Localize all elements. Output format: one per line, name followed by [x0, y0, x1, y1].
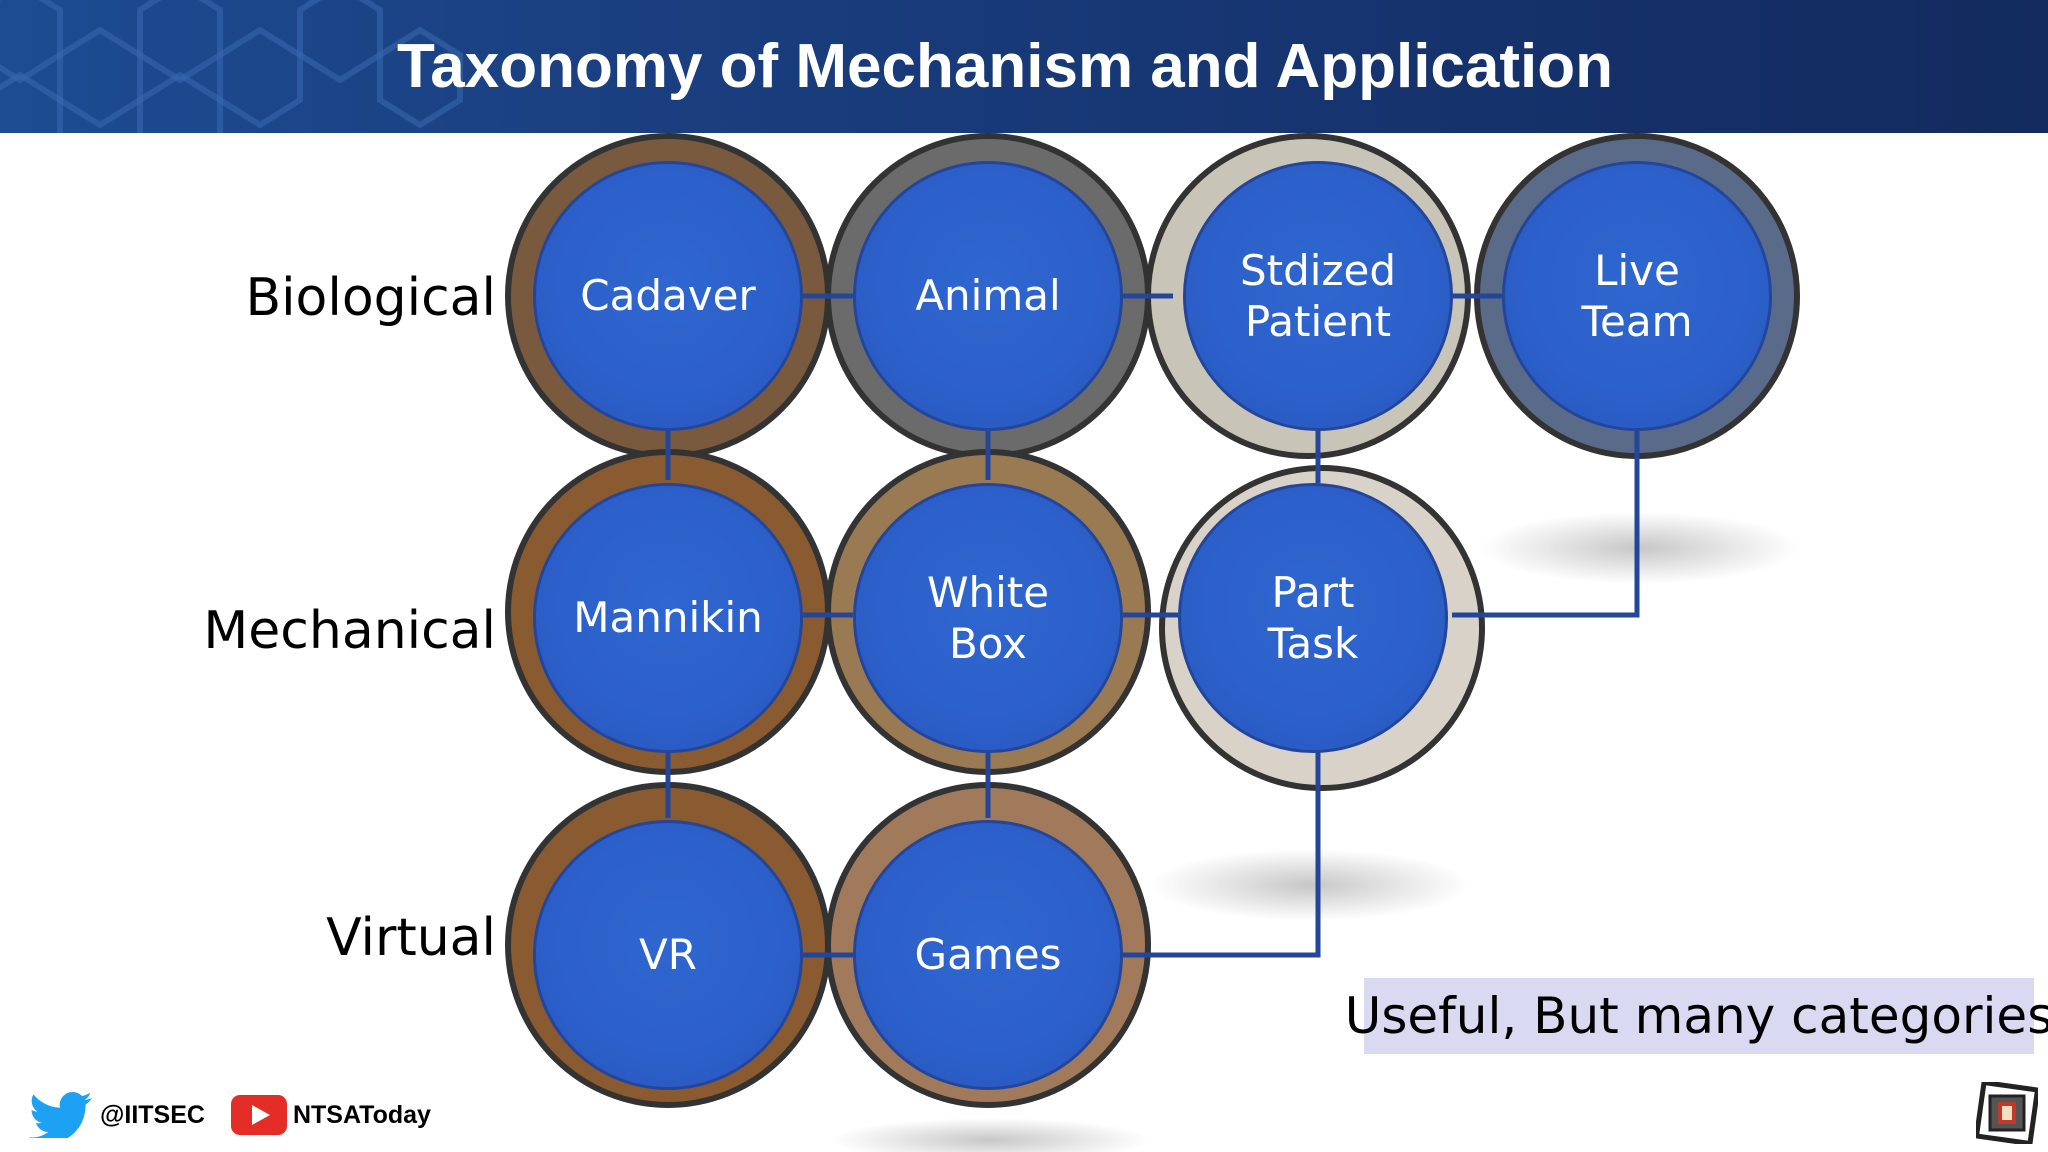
- node-live-team: Live Team: [1502, 161, 1772, 431]
- node-label: Live Team: [1581, 245, 1693, 346]
- node-label: Part Task: [1267, 567, 1359, 668]
- page-title: Taxonomy of Mechanism and Application: [396, 32, 1614, 101]
- node-label: VR: [639, 930, 697, 980]
- node-shadow: [1480, 512, 1800, 584]
- row-label-virtual: Virtual: [326, 908, 496, 968]
- node-label: White Box: [926, 567, 1050, 668]
- callout-note: Useful, But many categories: [1345, 978, 2048, 1054]
- twitter-bird-icon[interactable]: [28, 1092, 94, 1138]
- row-label-biological: Biological: [245, 268, 496, 328]
- node-vr: VR: [533, 820, 803, 1090]
- node-stdized-patient: Stdized Patient: [1183, 161, 1453, 431]
- node-shadow: [1150, 849, 1470, 921]
- hexagon-pattern: [0, 0, 463, 133]
- node-white-box: White Box: [853, 483, 1123, 753]
- youtube-play-icon[interactable]: [230, 1095, 287, 1135]
- youtube-channel[interactable]: NTSAToday: [292, 1100, 431, 1129]
- node-label: Animal: [915, 271, 1061, 321]
- node-cadaver: Cadaver: [533, 161, 803, 431]
- node-animal: Animal: [853, 161, 1123, 431]
- row-label-mechanical: Mechanical: [203, 601, 496, 661]
- footer-social: @IITSEC NTSAToday: [28, 1090, 431, 1140]
- node-shadow: [830, 1118, 1150, 1152]
- connector: [1452, 431, 1640, 618]
- node-label: Stdized Patient: [1239, 245, 1396, 346]
- twitter-handle[interactable]: @IITSEC: [100, 1100, 205, 1129]
- node-games: Games: [853, 820, 1123, 1090]
- node-mannikin: Mannikin: [533, 483, 803, 753]
- header-banner: Taxonomy of Mechanism and Application: [0, 0, 2048, 133]
- node-label: Games: [914, 930, 1062, 980]
- node-label: Cadaver: [580, 271, 756, 321]
- node-label: Mannikin: [573, 593, 763, 643]
- connector: [1123, 750, 1321, 958]
- node-part-task: Part Task: [1178, 483, 1448, 753]
- connectors: [665, 293, 1640, 958]
- organization-logo: [1976, 1082, 2038, 1144]
